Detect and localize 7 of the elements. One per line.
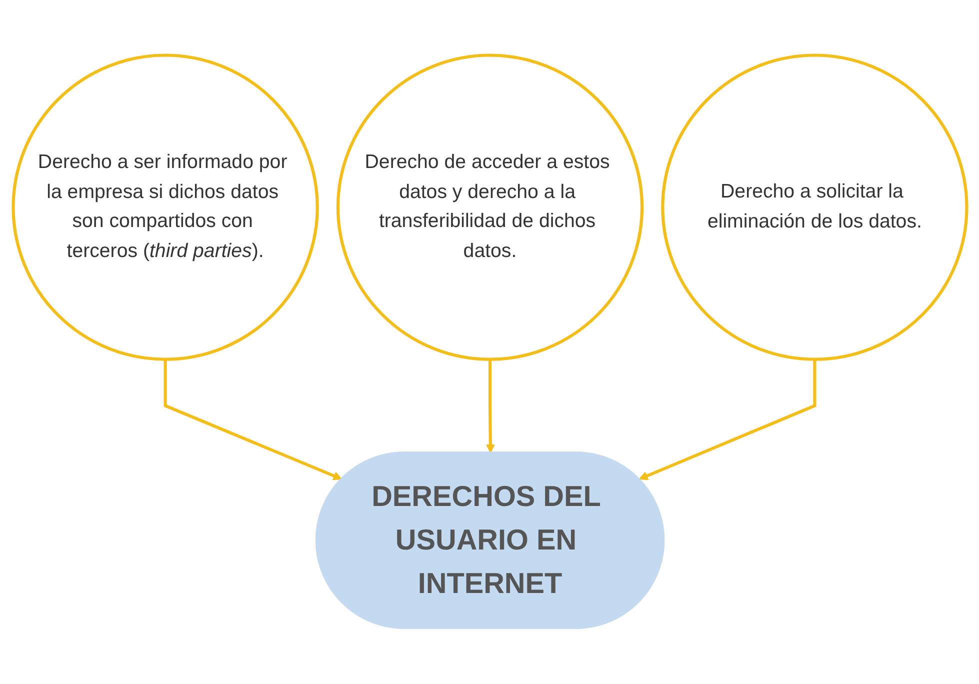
arrow (163, 360, 342, 480)
node-circle (11, 54, 318, 362)
diagram: Derecho a ser informado por la empresa si dichos datos son compartidos con terceros (third parties). Derecho de acceder a estos datos y derecho a la transferibilidad de dichos datos. Derecho a solicitar la eliminación de los datos. DERECHOS DEL USUARIO EN INTERNET (4, 47, 974, 637)
arrow (485, 360, 494, 454)
node-circle (336, 54, 644, 362)
arrow (638, 360, 816, 480)
node-circle (660, 54, 968, 362)
